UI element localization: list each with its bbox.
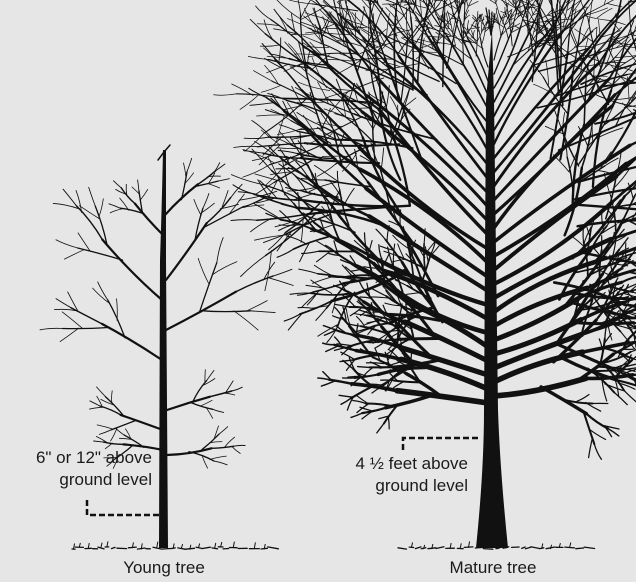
mature-tree-measure-label-line2: ground level [300, 475, 468, 497]
young-tree-measure-label: 6" or 12" above ground level [0, 447, 152, 491]
young-tree-ground-line [72, 542, 278, 550]
mature-tree-measure-label-line1: 4 ½ feet above [300, 453, 468, 475]
young-tree-measure-marker [87, 500, 160, 515]
young-tree-caption: Young tree [104, 557, 224, 579]
mature-tree-measure-label: 4 ½ feet above ground level [300, 453, 468, 497]
mature-tree-caption: Mature tree [433, 557, 553, 579]
mature-tree-measure-marker [403, 438, 478, 450]
young-tree-measure-label-line1: 6" or 12" above [0, 447, 152, 469]
young-tree-measure-label-line2: ground level [0, 469, 152, 491]
